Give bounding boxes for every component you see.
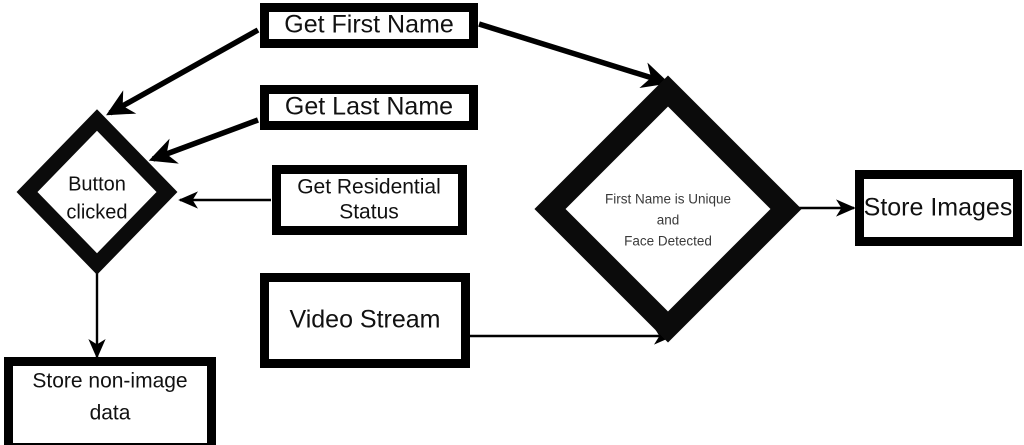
node-get-last-name[interactable]: Get Last Name: [260, 85, 478, 130]
get-last-name-label: Get Last Name: [285, 93, 453, 121]
decision-label-line1: First Name is Unique: [605, 192, 731, 207]
video-stream-box[interactable]: [260, 273, 470, 368]
video-stream-label: Video Stream: [289, 306, 440, 334]
node-button-clicked[interactable]: Button clicked: [16, 109, 178, 275]
button-clicked-label-line1: Button: [68, 173, 126, 195]
get-first-name-box[interactable]: [260, 3, 478, 48]
node-store-images[interactable]: Store Images: [855, 170, 1022, 246]
edge-last-name-to-button: [148, 117, 259, 164]
node-store-non-image-data[interactable]: Store non-image data: [4, 357, 216, 445]
button-clicked-label-line2: clicked: [66, 201, 127, 223]
decision-label-line2: and: [657, 213, 680, 228]
store-non-image-data-box[interactable]: [4, 357, 216, 445]
get-last-name-box[interactable]: [260, 85, 478, 130]
node-get-residential-status[interactable]: Get Residential Status: [272, 165, 467, 235]
button-clicked-diamond[interactable]: [16, 109, 178, 275]
decision-label-line3: Face Detected: [624, 234, 712, 249]
first-name-unique-face-detected-diamond[interactable]: [534, 75, 802, 343]
get-residential-status-label-line1: Get Residential: [297, 176, 441, 199]
get-first-name-label: Get First Name: [284, 11, 453, 39]
get-residential-status-label-line2: Status: [339, 201, 399, 224]
node-video-stream[interactable]: Video Stream: [260, 273, 470, 368]
edge-first-name-to-button: [106, 27, 260, 116]
node-get-first-name[interactable]: Get First Name: [260, 3, 478, 48]
edge-layer: [88, 21, 856, 359]
store-non-image-data-label-line2: data: [90, 402, 131, 425]
store-non-image-data-label-line1: Store non-image: [32, 370, 187, 393]
get-residential-status-box[interactable]: [272, 165, 467, 235]
node-first-name-unique-face-detected[interactable]: First Name is Unique and Face Detected: [534, 75, 802, 343]
store-images-label: Store Images: [864, 194, 1013, 222]
edge-first-name-to-decision: [478, 21, 670, 89]
store-images-box[interactable]: [855, 170, 1022, 246]
